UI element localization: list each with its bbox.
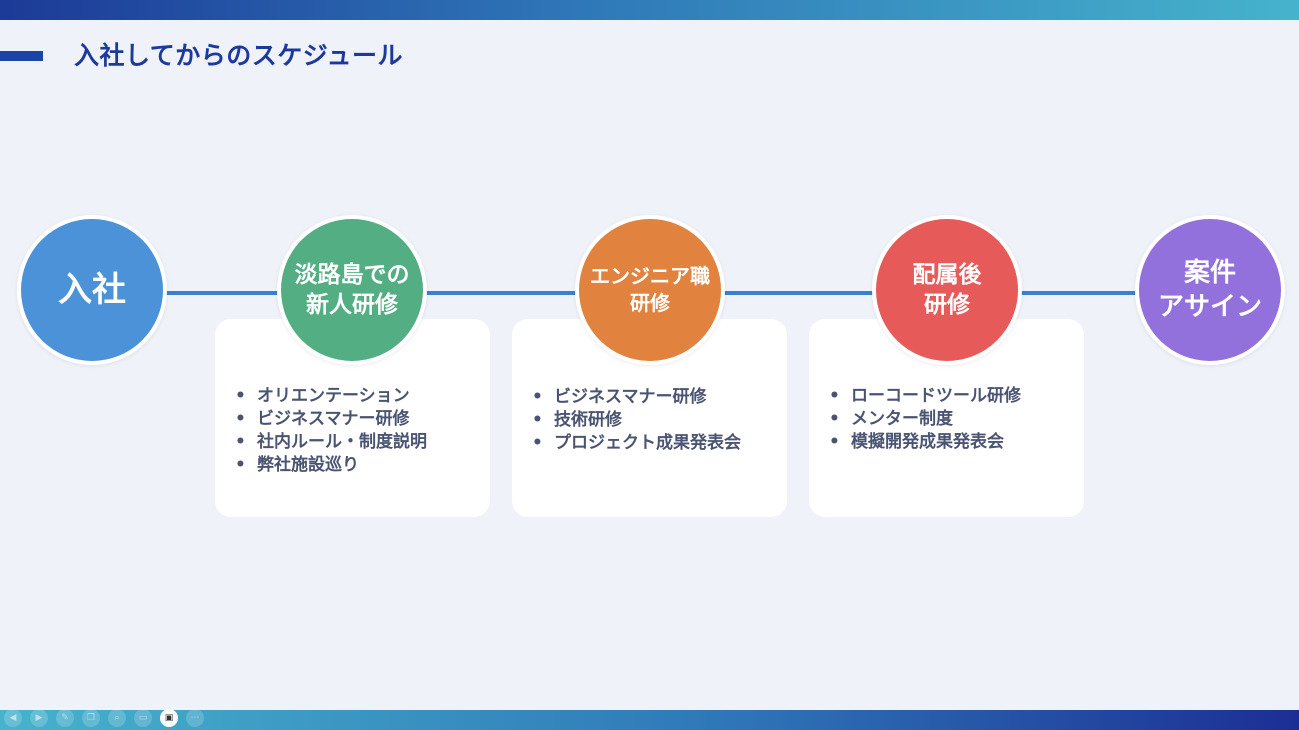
list-item: メンター制度: [829, 408, 1021, 431]
stage-circle-awaji-training: 淡路島での 新人研修: [277, 215, 427, 365]
card-new-hire-training: オリエンテーション ビジネスマナー研修 社内ルール・制度説明 弊社施設巡り: [215, 319, 490, 517]
stage-label: 研修: [924, 292, 970, 318]
list-item: ビジネスマナー研修: [235, 408, 427, 431]
bottom-gradient-bar: [0, 710, 1299, 730]
stage-label: 研修: [630, 291, 670, 315]
list-item: 技術研修: [532, 409, 741, 432]
list-item: 模擬開発成果発表会: [829, 431, 1021, 454]
list-item: 弊社施設巡り: [235, 454, 427, 477]
stage-label: 新人研修: [306, 292, 398, 318]
card-item-list: オリエンテーション ビジネスマナー研修 社内ルール・制度説明 弊社施設巡り: [235, 385, 427, 477]
slides-icon[interactable]: ❐: [82, 709, 100, 727]
list-item: プロジェクト成果発表会: [532, 432, 741, 455]
card-item-list: ビジネスマナー研修 技術研修 プロジェクト成果発表会: [532, 386, 741, 455]
list-item: 社内ルール・制度説明: [235, 431, 427, 454]
list-item: ビジネスマナー研修: [532, 386, 741, 409]
page-title: 入社してからのスケジュール: [74, 41, 404, 70]
stage-label: エンジニア職: [590, 264, 710, 288]
pen-icon[interactable]: ✎: [56, 709, 74, 727]
more-icon[interactable]: ⋯: [186, 709, 204, 727]
stage-label: 配属後: [912, 262, 982, 288]
title-accent-bar: [0, 51, 43, 61]
camera-icon[interactable]: ▣: [160, 709, 178, 727]
stage-label: アサイン: [1157, 292, 1262, 322]
stage-label: 淡路島での: [294, 262, 410, 288]
list-item: オリエンテーション: [235, 385, 427, 408]
stage-circle-post-assignment: 配属後 研修: [872, 215, 1022, 365]
subtitles-icon[interactable]: ▭: [134, 709, 152, 727]
zoom-icon[interactable]: ⌕: [108, 709, 126, 727]
stage-label: 入社: [58, 270, 126, 310]
previous-icon[interactable]: ◀: [4, 709, 22, 727]
stage-circle-joining: 入社: [17, 215, 167, 365]
top-gradient-bar: [0, 0, 1299, 20]
stage-circle-project-assignment: 案件 アサイン: [1135, 215, 1285, 365]
next-icon[interactable]: ▶: [30, 709, 48, 727]
list-item: ローコードツール研修: [829, 385, 1021, 408]
stage-circle-engineer-training: エンジニア職 研修: [575, 215, 725, 365]
stage-label: 案件: [1183, 258, 1236, 288]
presentation-toolbar: ◀ ▶ ✎ ❐ ⌕ ▭ ▣ ⋯: [4, 709, 204, 727]
card-item-list: ローコードツール研修 メンター制度 模擬開発成果発表会: [829, 385, 1021, 454]
